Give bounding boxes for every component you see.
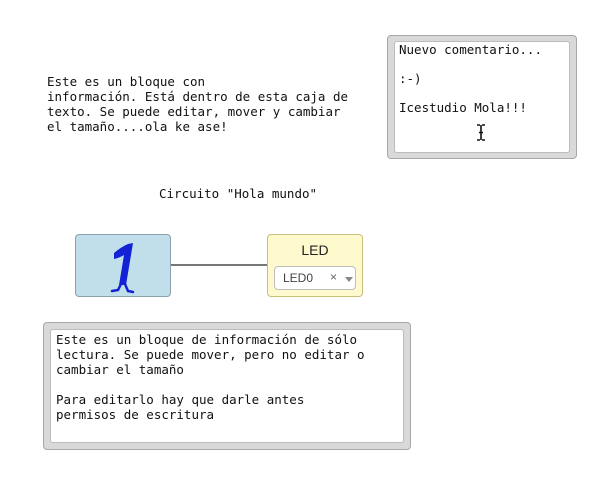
readonly-text-area: Este es un bloque de información de sólo… bbox=[50, 329, 404, 443]
clear-icon[interactable]: × bbox=[330, 270, 338, 284]
text-cursor-icon bbox=[477, 124, 485, 141]
wire[interactable] bbox=[171, 264, 268, 266]
led-pin-value: LED0 bbox=[283, 271, 314, 285]
info-text-block[interactable]: Este es un bloque con información. Está … bbox=[47, 74, 349, 134]
circuit-title: Circuito "Hola mundo" bbox=[159, 186, 318, 201]
readonly-info-block[interactable]: Este es un bloque de información de sólo… bbox=[43, 322, 411, 450]
led-output-block[interactable]: LED LED0 × bbox=[267, 234, 363, 297]
comment-text-area[interactable]: Nuevo comentario... :-) Icestudio Mola!!… bbox=[394, 41, 570, 153]
led-pin-select[interactable]: LED0 × bbox=[274, 266, 356, 290]
constant-block[interactable] bbox=[75, 234, 171, 297]
constant-one-icon bbox=[110, 243, 135, 294]
led-block-title: LED bbox=[301, 242, 329, 258]
chevron-down-icon[interactable] bbox=[345, 277, 353, 282]
comment-block[interactable]: Nuevo comentario... :-) Icestudio Mola!!… bbox=[387, 35, 577, 159]
